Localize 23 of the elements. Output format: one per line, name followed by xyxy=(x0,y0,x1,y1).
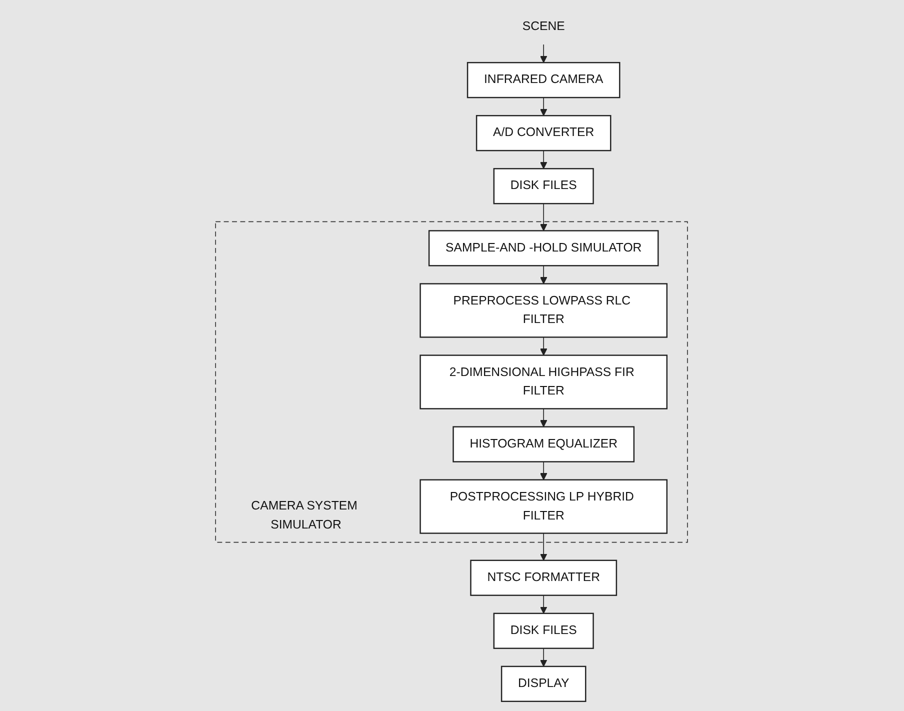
node-box: DISK FILES xyxy=(494,612,594,649)
arrow xyxy=(540,532,548,561)
arrow xyxy=(540,461,548,480)
arrow xyxy=(540,336,548,356)
arrow xyxy=(540,150,548,169)
node-box: NTSC FORMATTER xyxy=(470,560,618,596)
arrow xyxy=(540,97,548,116)
arrow xyxy=(540,44,548,63)
arrow xyxy=(540,265,548,284)
node-box: INFRARED CAMERA xyxy=(467,62,621,98)
arrow xyxy=(540,648,548,667)
node-box: HISTOGRAM EQUALIZER xyxy=(453,426,636,462)
node-box: POSTPROCESSING LP HYBRID FILTER xyxy=(420,479,668,534)
node-box: SAMPLE-AND -HOLD SIMULATOR xyxy=(428,230,660,266)
node-box: DISPLAY xyxy=(501,666,587,702)
arrow xyxy=(540,203,548,232)
node-text: SCENE xyxy=(522,19,566,34)
node-box: DISK FILES xyxy=(494,168,594,204)
arrow xyxy=(540,408,548,428)
node-box: 2-DIMENSIONAL HIGHPASS FIR FILTER xyxy=(420,354,668,410)
arrow xyxy=(540,594,548,614)
node-box: A/D CONVERTER xyxy=(476,115,612,152)
node-box: PREPROCESS LOWPASS RLC FILTER xyxy=(420,283,668,338)
